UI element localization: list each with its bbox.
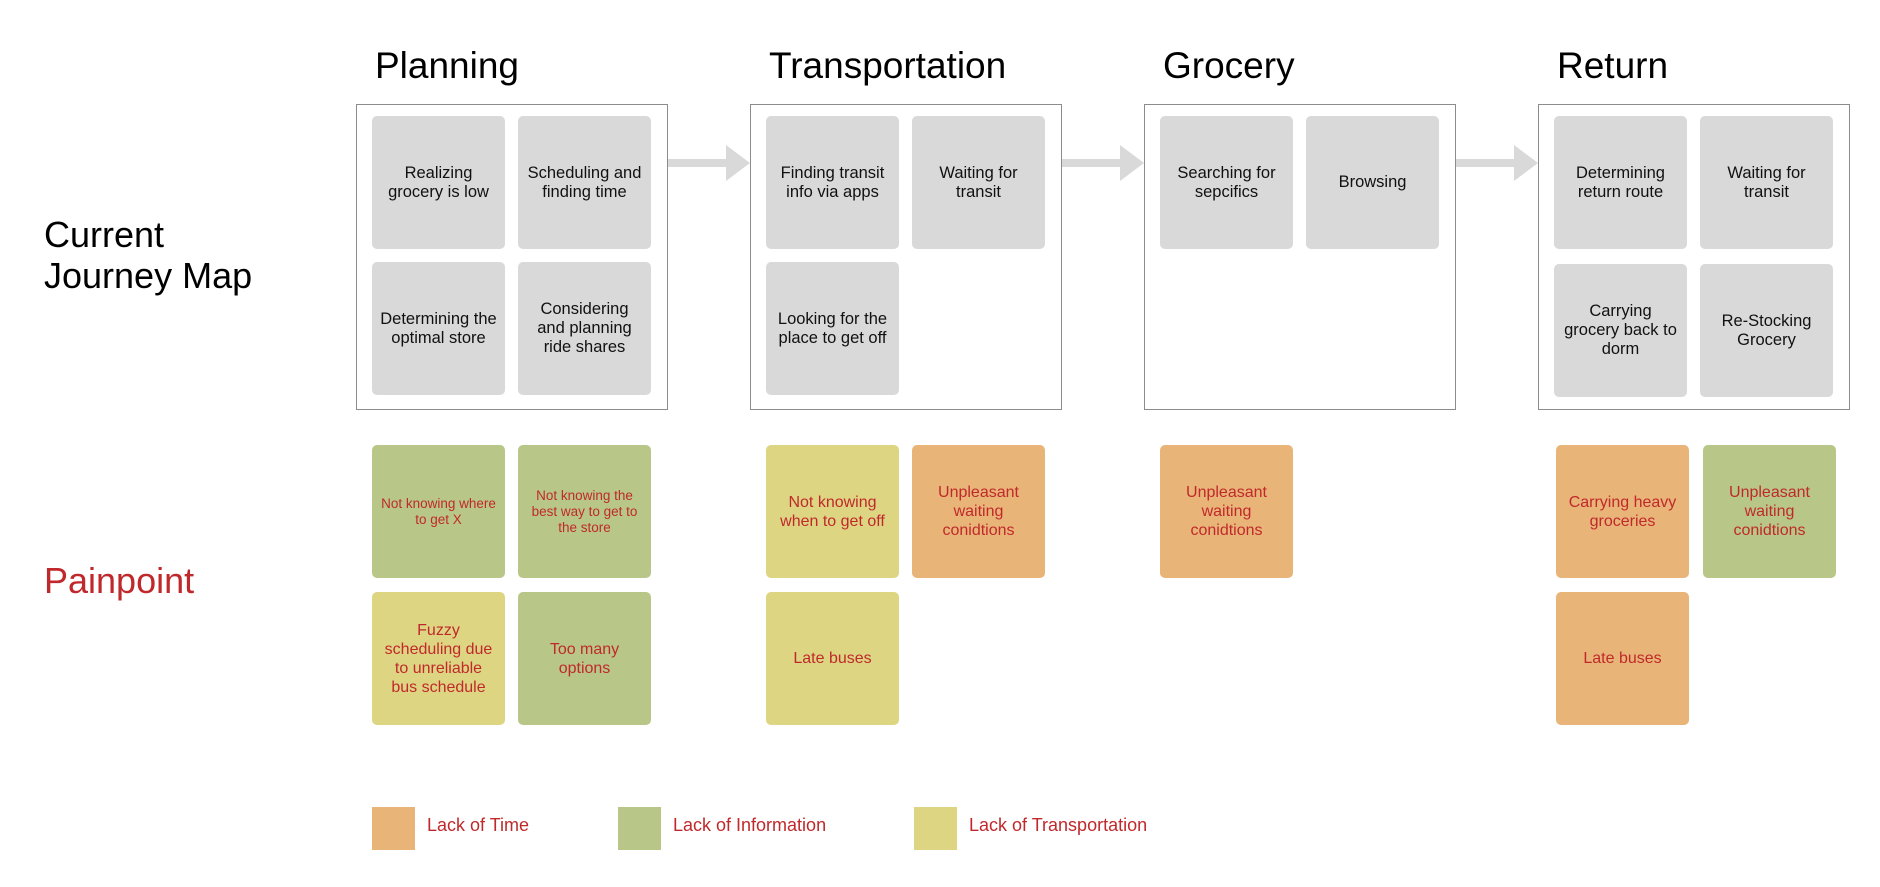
painpoint-card: Unpleasant waiting conidtions [1703,445,1836,578]
current-journey-map-label: Current Journey Map [44,214,252,296]
step-card: Determining return route [1554,116,1687,249]
step-card: Searching for sepcifics [1160,116,1293,249]
legend-label-lack-of-time: Lack of Time [427,815,530,835]
arrow-grocery-to-return-icon [1456,145,1538,181]
legend-swatch-lack-of-transportation [914,807,957,850]
legend-label-lack-of-information: Lack of Information [673,815,827,835]
legend-swatch-lack-of-information [618,807,661,850]
step-card: Browsing [1306,116,1439,249]
phase-box-grocery [1144,104,1456,410]
current-journey-map-label-line2: Journey Map [44,255,253,296]
step-card: Waiting for transit [912,116,1045,249]
step-card: Realizing grocery is low [372,116,505,249]
legend-swatch-lack-of-time [372,807,415,850]
painpoint-card: Unpleasant waiting conidtions [912,445,1045,578]
painpoint-card: Unpleasant waiting conidtions [1160,445,1293,578]
phase-box-planning [356,104,668,410]
phase-box-return [1538,104,1850,410]
arrow-planning-to-transportation-icon [668,145,750,181]
step-card: Looking for the place to get off [766,262,899,395]
painpoint-card: Not knowing where to get X [372,445,505,578]
painpoint-label: Painpoint [44,560,195,601]
painpoint-card: Too many options [518,592,651,725]
painpoint-card: Not knowing the best way to get to the s… [518,445,651,578]
painpoint-card: Fuzzy scheduling due to unreliable bus s… [372,592,505,725]
step-card: Carrying grocery back to dorm [1554,264,1687,397]
step-card: Considering and planning ride shares [518,262,651,395]
painpoint-card: Late buses [1556,592,1689,725]
step-card: Scheduling and finding time [518,116,651,249]
phase-title-planning: Planning [375,45,520,86]
painpoint-card: Carrying heavy groceries [1556,445,1689,578]
step-card: Re-Stocking Grocery [1700,264,1833,397]
painpoint-card: Late buses [766,592,899,725]
phase-title-grocery: Grocery [1163,45,1295,86]
phase-title-return: Return [1557,45,1669,86]
phase-box-transportation [750,104,1062,410]
legend-label-lack-of-transportation: Lack of Transportation [969,815,1148,835]
step-card: Determining the optimal store [372,262,505,395]
painpoint-card: Not knowing when to get off [766,445,899,578]
step-card: Waiting for transit [1700,116,1833,249]
phase-title-transportation: Transportation [769,45,1007,86]
arrow-transportation-to-grocery-icon [1062,145,1144,181]
current-journey-map-label-line1: Current [44,214,165,255]
step-card: Finding transit info via apps [766,116,899,249]
